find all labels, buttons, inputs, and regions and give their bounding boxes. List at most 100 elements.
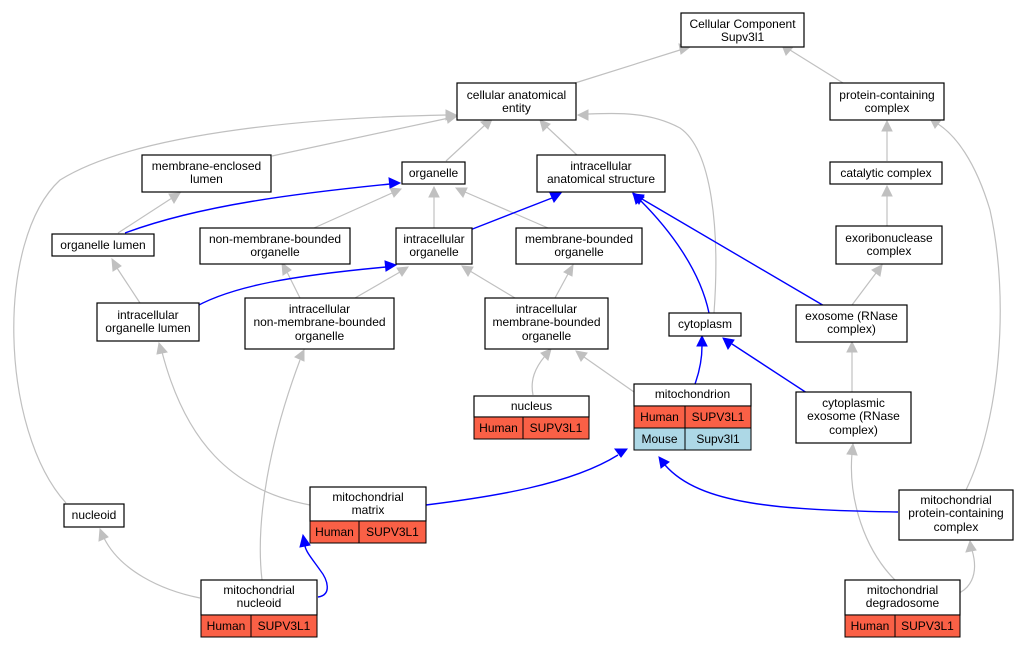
gene-cell-human: SUPV3L1 <box>684 405 752 429</box>
node-label-line1: Cellular Component <box>689 17 796 31</box>
node-label-line2: organelle <box>409 245 459 259</box>
edge-intracellular-organelle-lumen-to-organelle-lumen <box>111 257 141 304</box>
node-nucleus[interactable]: nucleus Human SUPV3L1 <box>473 395 590 440</box>
node-label-line1: organelle lumen <box>60 238 145 252</box>
edge-membrane-enclosed-lumen-to-cellular-anatomical-entity <box>271 112 459 157</box>
node-cytoplasmic-exosome[interactable]: cytoplasmic exosome (RNase complex) <box>795 391 912 444</box>
edge-organelle-lumen-part-of-organelle <box>124 177 402 234</box>
node-label-line1: exoribonuclease <box>845 231 933 245</box>
node-mitochondrial-protein-containing-complex[interactable]: mitochondrial protein-containing complex <box>898 489 1014 541</box>
species-cell-human: Human <box>309 520 360 544</box>
node-intracellular-non-membrane-bounded-organelle[interactable]: intracellular non-membrane-bounded organ… <box>244 297 395 350</box>
node-label-line1: nucleoid <box>72 508 117 522</box>
node-label-line1: catalytic complex <box>840 166 931 180</box>
node-intracellular-organelle-lumen[interactable]: intracellular organelle lumen <box>96 302 200 342</box>
node-label-line1: exosome (RNase <box>805 309 898 323</box>
gene-cell-human: SUPV3L1 <box>522 416 590 440</box>
edge-exoribonuclease-complex-to-catalytic-complex <box>881 184 893 226</box>
species-cell-human: Human <box>473 416 524 440</box>
node-intracellular-organelle[interactable]: intracellular organelle <box>395 227 473 265</box>
svg-text:SUPV3L1: SUPV3L1 <box>692 410 745 424</box>
edge-intra-mb-organelle-to-membrane-bounded-organelle <box>554 263 574 299</box>
edge-intra-nmb-organelle-to-nmb-organelle <box>281 261 301 299</box>
edge-mito-degradosome-to-cytoplasmic-exosome <box>846 442 896 581</box>
node-organelle[interactable]: organelle <box>401 161 466 185</box>
edge-catalytic-complex-to-protein-containing-complex <box>881 119 893 161</box>
node-label-line3: organelle <box>522 329 572 343</box>
node-label-line1: intracellular <box>403 232 464 246</box>
gene-cell-human: SUPV3L1 <box>250 614 318 638</box>
edge-cytoplasmic-exosome-part-of-cytoplasm <box>722 337 811 396</box>
node-label-line2: complex) <box>827 322 876 336</box>
species-cell-human: Human <box>633 405 686 429</box>
node-exosome-rnase-complex[interactable]: exosome (RNase complex) <box>795 304 908 343</box>
node-label-line2: Supv3l1 <box>721 30 765 44</box>
svg-text:Human: Human <box>479 421 518 435</box>
node-cytoplasm[interactable]: cytoplasm <box>668 312 742 337</box>
svg-text:Supv3l1: Supv3l1 <box>696 432 740 446</box>
species-cell-human: Human <box>844 614 896 638</box>
node-mitochondrial-nucleoid[interactable]: mitochondrial nucleoid Human SUPV3L1 <box>200 579 318 638</box>
edge-mitochondrion-part-of-cytoplasm <box>694 334 708 385</box>
node-cellular-anatomical-entity[interactable]: cellular anatomical entity <box>456 82 577 121</box>
node-label-line1: cytoplasmic <box>822 396 885 410</box>
node-label-line1: intracellular <box>570 159 631 173</box>
node-nucleoid[interactable]: nucleoid <box>63 503 125 528</box>
node-intracellular-membrane-bounded-organelle[interactable]: intracellular membrane-bounded organelle <box>484 297 609 350</box>
node-label-line1: intracellular <box>516 302 577 316</box>
edge-intra-mb-organelle-to-intracellular-organelle <box>461 265 516 299</box>
node-label-line1: mitochondrial <box>920 493 991 507</box>
edge-mito-protein-complex-part-of-mitochondrion <box>658 456 899 513</box>
edge-mitochondrial-matrix-part-of-mitochondrion <box>425 448 628 506</box>
node-protein-containing-complex[interactable]: protein-containing complex <box>829 82 945 121</box>
edge-nucleoid-to-cellular-anatomical-entity <box>13 109 458 504</box>
node-label-line1: protein-containing <box>839 88 934 102</box>
node-exoribonuclease-complex[interactable]: exoribonuclease complex <box>835 225 943 265</box>
node-mitochondrial-matrix[interactable]: mitochondrial matrix Human SUPV3L1 <box>309 486 427 544</box>
edge-intracellular-organelle-to-organelle <box>428 185 440 228</box>
nodes: Cellular Component Supv3l1 cellular anat… <box>51 12 1014 638</box>
edge-intra-nmb-organelle-to-intracellular-organelle <box>354 266 409 299</box>
edge-mitochondrial-matrix-to-intracellular-organelle-lumen <box>156 341 311 506</box>
node-mitochondrion[interactable]: mitochondrion Human SUPV3L1 Mouse Supv3l… <box>633 383 752 451</box>
node-label-line2: protein-containing <box>908 506 1003 520</box>
node-label-line1: mitochondrial <box>867 583 938 597</box>
node-non-membrane-bounded-organelle[interactable]: non-membrane-bounded organelle <box>199 227 351 265</box>
edge-organelle-to-cellular-anatomical-entity <box>445 118 493 162</box>
svg-text:Human: Human <box>315 525 354 539</box>
node-organelle-lumen[interactable]: organelle lumen <box>51 233 155 257</box>
gene-cell-mouse: Supv3l1 <box>684 427 752 451</box>
edge-protein-containing-complex-to-cellular-component <box>781 44 844 84</box>
node-label-line1: intracellular <box>289 302 350 316</box>
node-label-line1: intracellular <box>117 308 178 322</box>
node-membrane-enclosed-lumen[interactable]: membrane-enclosed lumen <box>141 154 272 193</box>
node-membrane-bounded-organelle[interactable]: membrane-bounded organelle <box>515 227 643 265</box>
node-label-line1: organelle <box>409 166 459 180</box>
node-label-line1: nucleus <box>511 399 552 413</box>
node-label-line3: complex) <box>829 423 878 437</box>
node-label-line2: non-membrane-bounded <box>253 315 385 329</box>
edge-organelle-lumen-to-membrane-enclosed-lumen <box>117 192 181 234</box>
edge-nucleus-to-intra-mb-organelle <box>531 348 552 396</box>
node-label-line2: complex <box>865 101 910 115</box>
edge-mitochondrial-nucleoid-to-intra-nmb-organelle <box>259 348 305 581</box>
species-cell-human: Human <box>200 614 252 638</box>
gene-cell-human: SUPV3L1 <box>358 520 427 544</box>
node-label-line1: non-membrane-bounded <box>209 232 341 246</box>
node-label-line2: lumen <box>190 172 223 186</box>
node-cellular-component[interactable]: Cellular Component Supv3l1 <box>680 12 805 48</box>
node-catalytic-complex[interactable]: catalytic complex <box>829 161 943 185</box>
node-label-line2: degradosome <box>866 596 940 610</box>
edge-intracellular-organelle-part-of-intracellular-anatomical-structure <box>469 192 563 231</box>
node-intracellular-anatomical-structure[interactable]: intracellular anatomical structure <box>536 154 666 193</box>
node-label-line1: mitochondrial <box>332 490 403 504</box>
node-label-line2: membrane-bounded <box>492 315 600 329</box>
edges <box>13 43 1001 599</box>
node-label-line2: organelle lumen <box>105 321 190 335</box>
node-label-line2: matrix <box>352 503 385 517</box>
node-label-line2: organelle <box>554 245 604 259</box>
node-mitochondrial-degradosome[interactable]: mitochondrial degradosome Human SUPV3L1 <box>844 579 961 638</box>
svg-text:Human: Human <box>640 410 679 424</box>
edge-exosome-part-of-intracellular-anatomical-structure <box>632 193 827 308</box>
